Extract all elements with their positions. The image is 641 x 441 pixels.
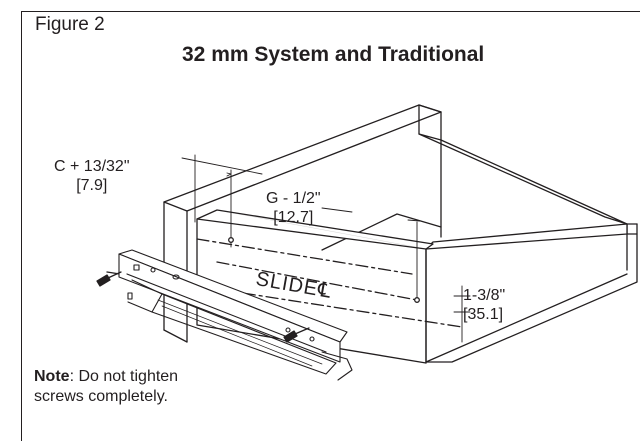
dimension-g-imperial: G - 1/2" — [266, 190, 321, 207]
figure-label: Figure 2 — [35, 14, 105, 35]
installation-note: Note: Do not tighten screws completely. — [34, 367, 178, 407]
dimension-c-imperial: C + 13/32" — [54, 158, 130, 175]
screw-right — [283, 327, 310, 343]
dimension-height-metric: [35.1] — [463, 306, 504, 323]
drawer-side-front — [196, 209, 434, 364]
screw-left — [96, 271, 122, 287]
drawer-slide — [118, 249, 353, 381]
dimension-g-label: G - 1/2" [12.7] — [266, 189, 321, 227]
figure-frame: Figure 2 32 mm System and Traditional — [21, 11, 640, 441]
note-text: : Do not tighten — [69, 368, 179, 385]
dimension-lines — [181, 154, 471, 343]
dimension-c-metric: [7.9] — [76, 177, 108, 194]
drawer-side-right — [425, 223, 638, 363]
mounting-holes — [228, 237, 420, 303]
dimension-g-metric: [12.7] — [273, 209, 314, 226]
dimension-c-label: C + 13/32" [7.9] — [54, 157, 130, 195]
dimension-height-label: 1-3/8" [35.1] — [463, 286, 505, 324]
figure-title: 32 mm System and Traditional — [182, 43, 485, 66]
drawer-illustration — [96, 104, 638, 381]
note-heading: Note — [34, 368, 70, 385]
dimension-height-imperial: 1-3/8" — [463, 287, 506, 304]
slide-centerline — [106, 238, 463, 328]
note-text-continued: screws completely. — [34, 388, 168, 405]
